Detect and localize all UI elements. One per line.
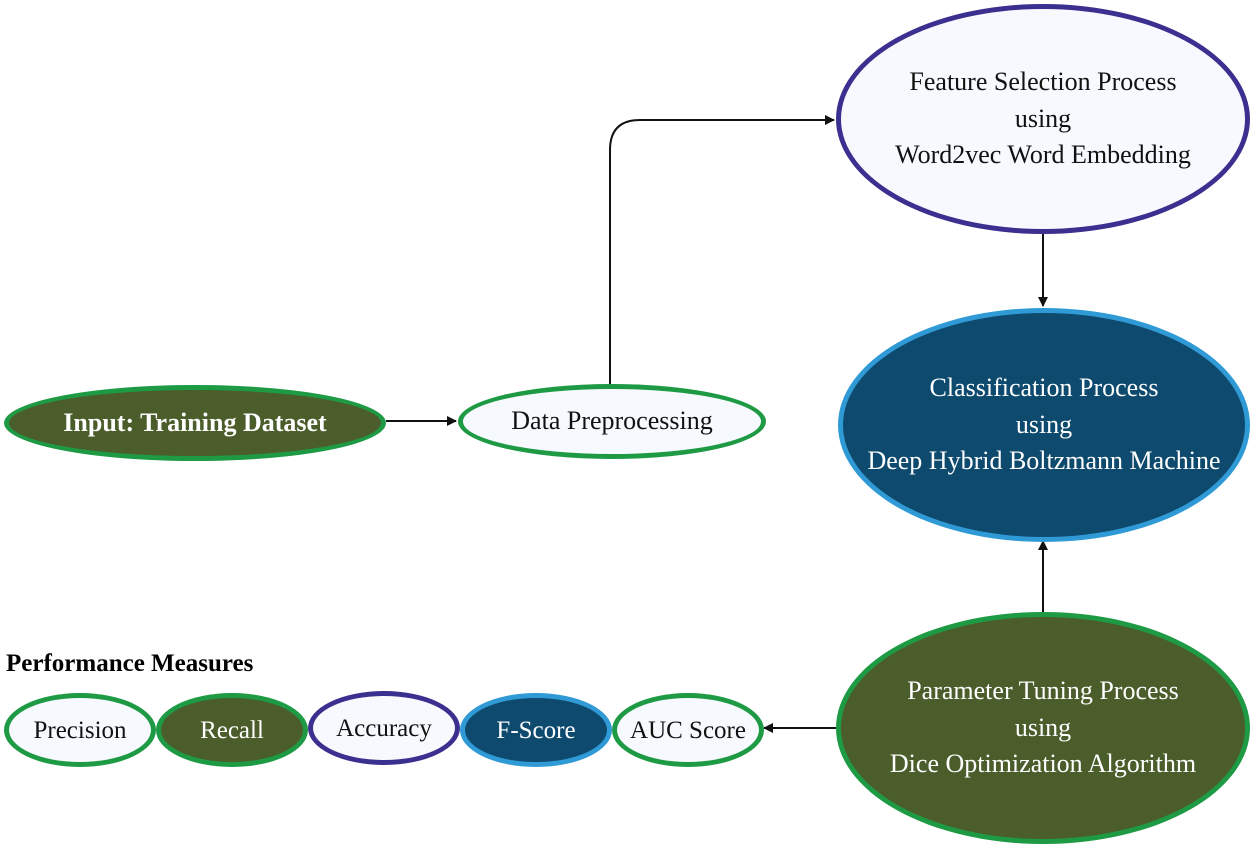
input-training-dataset-node: Input: Training Dataset — [4, 385, 386, 461]
measure-f-score: F-Score — [460, 693, 612, 767]
classification-node: Classification Process using Deep Hybrid… — [838, 308, 1250, 542]
parameter-tuning-line-1: Parameter Tuning Process — [907, 676, 1179, 706]
classification-line-3: Deep Hybrid Boltzmann Machine — [867, 446, 1221, 476]
feature-selection-line-2: using — [1014, 103, 1072, 133]
arrow-preprocessing-to-feature-selection — [609, 115, 835, 384]
data-preprocessing-label: Data Preprocessing — [511, 406, 713, 436]
measure-recall: Recall — [156, 693, 308, 767]
data-preprocessing-node: Data Preprocessing — [458, 384, 766, 459]
parameter-tuning-node: Parameter Tuning Process using Dice Opti… — [836, 612, 1250, 844]
measure-f-score-label: F-Score — [496, 716, 576, 744]
input-training-dataset-label: Input: Training Dataset — [63, 407, 327, 437]
measure-accuracy: Accuracy — [308, 691, 460, 765]
measure-accuracy-label: Accuracy — [336, 714, 432, 742]
measure-auc-score: AUC Score — [612, 693, 764, 767]
classification-line-1: Classification Process — [929, 373, 1159, 403]
performance-measures-heading: Performance Measures — [6, 650, 254, 677]
feature-selection-node: Feature Selection Process using Word2vec… — [836, 4, 1250, 234]
parameter-tuning-line-2: using — [1014, 712, 1072, 742]
parameter-tuning-line-3: Dice Optimization Algorithm — [889, 749, 1197, 779]
measure-precision: Precision — [4, 693, 156, 767]
measure-auc-score-label: AUC Score — [630, 716, 746, 744]
feature-selection-line-3: Word2vec Word Embedding — [895, 140, 1191, 170]
feature-selection-line-1: Feature Selection Process — [909, 67, 1177, 97]
measure-precision-label: Precision — [33, 716, 127, 744]
measure-recall-label: Recall — [200, 716, 264, 744]
classification-line-2: using — [1015, 409, 1073, 439]
